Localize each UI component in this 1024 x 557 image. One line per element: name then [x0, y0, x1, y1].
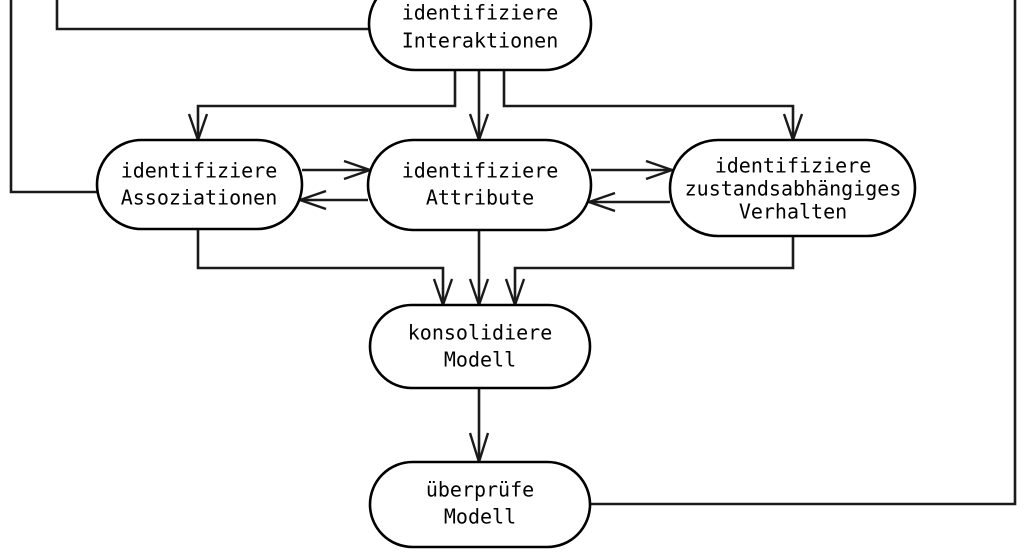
edge-interaktionen-to-zustandsverhalten	[502, 70, 795, 138]
edge-ueberpruefe-feedback-right	[590, 0, 1017, 506]
node-assoziationen-line-1: identifiziere	[121, 159, 278, 183]
node-interaktionen[interactable]: identifiziere Interaktionen	[367, 0, 593, 72]
node-interaktionen-line-2: Interaktionen	[402, 29, 559, 53]
node-ueberpruefe-line-1: überprüfe	[426, 478, 534, 502]
edge-zustandsverhalten-to-konsolidiere	[513, 236, 795, 303]
edge-interaktionen-to-assoziationen	[196, 70, 457, 138]
node-assoziationen-line-2: Assoziationen	[121, 186, 278, 210]
node-attribute-line-2: Attribute	[426, 186, 534, 210]
node-ueberpruefe[interactable]: überprüfe Modell	[368, 460, 592, 549]
node-zustandsverhalten-line-2: zustandsabhängiges	[685, 177, 902, 201]
node-konsolidiere-line-2: Modell	[444, 348, 516, 372]
node-konsolidiere-line-1: konsolidiere	[408, 321, 553, 345]
edge-assoziationen-to-konsolidiere	[196, 229, 445, 303]
node-zustandsverhalten[interactable]: identifiziere zustandsabhängiges Verhalt…	[668, 138, 917, 238]
node-zustandsverhalten-line-3: Verhalten	[739, 200, 847, 224]
node-attribute[interactable]: identifiziere Attribute	[366, 138, 593, 232]
node-konsolidiere[interactable]: konsolidiere Modell	[368, 303, 592, 390]
node-interaktionen-line-1: identifiziere	[402, 1, 559, 25]
node-attribute-line-1: identifiziere	[402, 159, 559, 183]
edge-interaktionen-feedback-left	[9, 0, 97, 194]
node-ueberpruefe-line-2: Modell	[444, 505, 516, 529]
node-zustandsverhalten-line-1: identifiziere	[715, 154, 872, 178]
node-assoziationen[interactable]: identifiziere Assoziationen	[95, 138, 304, 231]
edge-interaktionen-left-stub	[55, 0, 369, 31]
